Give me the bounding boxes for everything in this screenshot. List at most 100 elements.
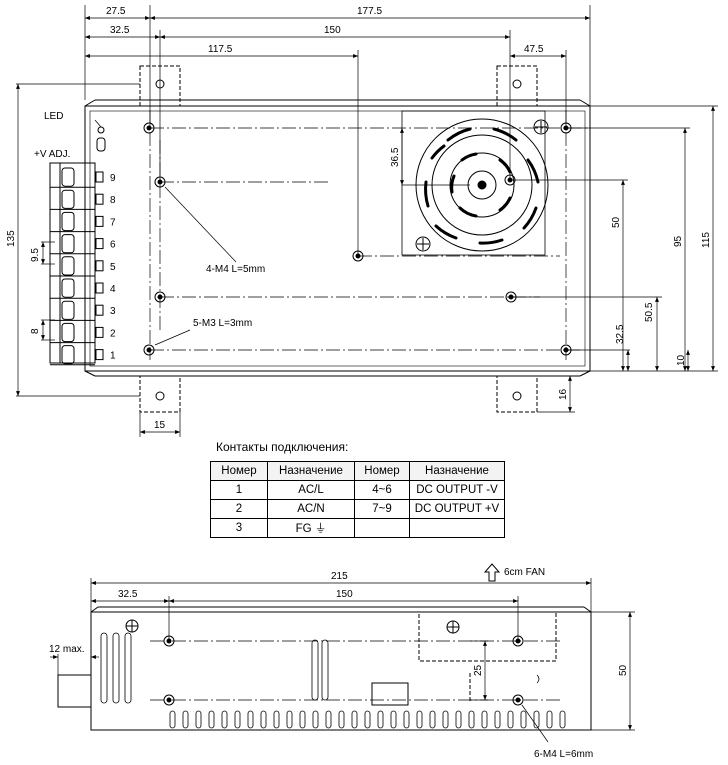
vent-slot	[247, 710, 254, 729]
vent-slot	[533, 710, 540, 729]
fan-airflow-arrow	[483, 563, 501, 582]
dim-32-5: 32.5	[110, 25, 130, 36]
pin-assignment-table: Номер Назначение Номер Назначение 1 AC/L…	[210, 461, 505, 538]
vent-slot	[338, 710, 345, 729]
cell: 2	[210, 499, 268, 519]
vent-slot	[403, 710, 410, 729]
side-view	[50, 563, 635, 743]
vent-slot	[182, 710, 189, 729]
dim-8: 8	[30, 328, 41, 334]
dim-16: 16	[558, 388, 569, 400]
vent-slot	[299, 710, 306, 729]
housing-outline	[84, 105, 591, 372]
vent-slot	[481, 710, 488, 729]
side-dim-50: 50	[618, 664, 629, 676]
terminal-number: 1	[110, 351, 116, 362]
terminal-number: 2	[110, 328, 116, 339]
vent-slot	[273, 710, 280, 729]
table-row: 2 AC/N 7~9 DC OUTPUT +V	[210, 499, 505, 519]
vent-slot	[325, 710, 332, 729]
mount-hole	[143, 122, 155, 134]
dim-135: 135	[6, 230, 17, 247]
terminal-tab	[95, 349, 104, 361]
vent-slot	[507, 710, 514, 729]
vent-slot	[286, 710, 293, 729]
vent-slot	[312, 710, 319, 729]
terminal-number: 9	[110, 173, 116, 184]
header-number-2: Номер	[354, 461, 410, 481]
dim-32-5-b: 32.5	[615, 324, 626, 344]
cell: 4~6	[354, 480, 410, 500]
dim-150: 150	[324, 25, 341, 36]
vent-slot	[429, 710, 436, 729]
header-number-1: Номер	[210, 461, 268, 481]
terminal-tab	[95, 238, 104, 250]
cell: 3	[210, 518, 268, 538]
dim-95: 95	[673, 235, 684, 247]
side-dim-12max: 12 max.	[49, 644, 85, 655]
v-adj-label: +V ADJ.	[34, 149, 70, 160]
terminal-number: 7	[110, 217, 116, 228]
led-indicator	[97, 126, 105, 134]
terminal-tab	[95, 193, 104, 205]
note-m3: 5-M3 L=3mm	[193, 318, 252, 329]
cell: FG ⏚	[267, 518, 355, 538]
top-view-labels: 27.5 177.5 32.5 150 117.5 47.5 36.5 135 …	[6, 6, 712, 431]
bracket-bottom-right	[496, 375, 538, 413]
vent-slot	[260, 710, 267, 729]
terminal-screw	[61, 322, 75, 343]
bracket-top-right	[496, 65, 538, 107]
terminal-screw	[61, 345, 75, 365]
terminal-tab	[95, 304, 104, 316]
terminal-screw	[61, 211, 75, 232]
terminal-tab	[95, 260, 104, 272]
side-note-m4: 6-M4 L=6mm	[534, 749, 593, 760]
v-adj-pot	[96, 137, 106, 152]
vent-slot	[520, 710, 527, 729]
table-header-row: Номер Назначение Номер Назначение	[210, 461, 505, 481]
mount-hole	[143, 344, 155, 356]
terminal-tab	[95, 215, 104, 227]
side-housing	[90, 611, 592, 731]
terminal-number: 8	[110, 195, 116, 206]
vent-slot	[546, 710, 553, 729]
dim-27-5: 27.5	[106, 6, 126, 17]
vent-slot	[455, 710, 462, 729]
vent-slot	[559, 710, 566, 729]
side-dim-25: 25	[473, 664, 484, 676]
vent-slot	[234, 710, 241, 729]
top-view	[16, 5, 718, 437]
side-dim-215: 215	[331, 571, 348, 582]
side-dim-150: 150	[336, 589, 353, 600]
note-m4: 4-M4 L=5mm	[206, 264, 265, 275]
table-row: 1 AC/L 4~6 DC OUTPUT -V	[210, 480, 505, 500]
terminal-lip	[57, 674, 92, 708]
fan-grille	[401, 110, 549, 256]
vent-slot	[390, 710, 397, 729]
cell: AC/L	[267, 480, 355, 500]
terminal-number: 4	[110, 284, 116, 295]
terminal-number: 6	[110, 240, 116, 251]
dim-117-5: 117.5	[208, 44, 233, 55]
terminal-screw	[61, 234, 75, 254]
cell	[354, 518, 410, 538]
dim-50: 50	[611, 216, 622, 228]
dim-36-5: 36.5	[390, 147, 401, 167]
cell: DC OUTPUT +V	[409, 499, 505, 519]
dim-10: 10	[676, 354, 687, 366]
terminal-tab	[95, 326, 104, 338]
dim-9-5: 9.5	[30, 248, 41, 262]
terminal-tab	[95, 171, 104, 183]
vent-slot	[208, 710, 215, 729]
bracket-bottom-left	[139, 375, 181, 413]
fan-label: 6cm FAN	[504, 567, 545, 578]
vent-slot	[468, 710, 475, 729]
vent-slot	[221, 710, 228, 729]
terminal-block	[49, 162, 104, 366]
mount-hole	[154, 291, 166, 303]
terminal-screw	[61, 256, 75, 276]
dim-115: 115	[701, 232, 712, 248]
led-label: LED	[44, 111, 63, 122]
cell: AC/N	[267, 499, 355, 519]
